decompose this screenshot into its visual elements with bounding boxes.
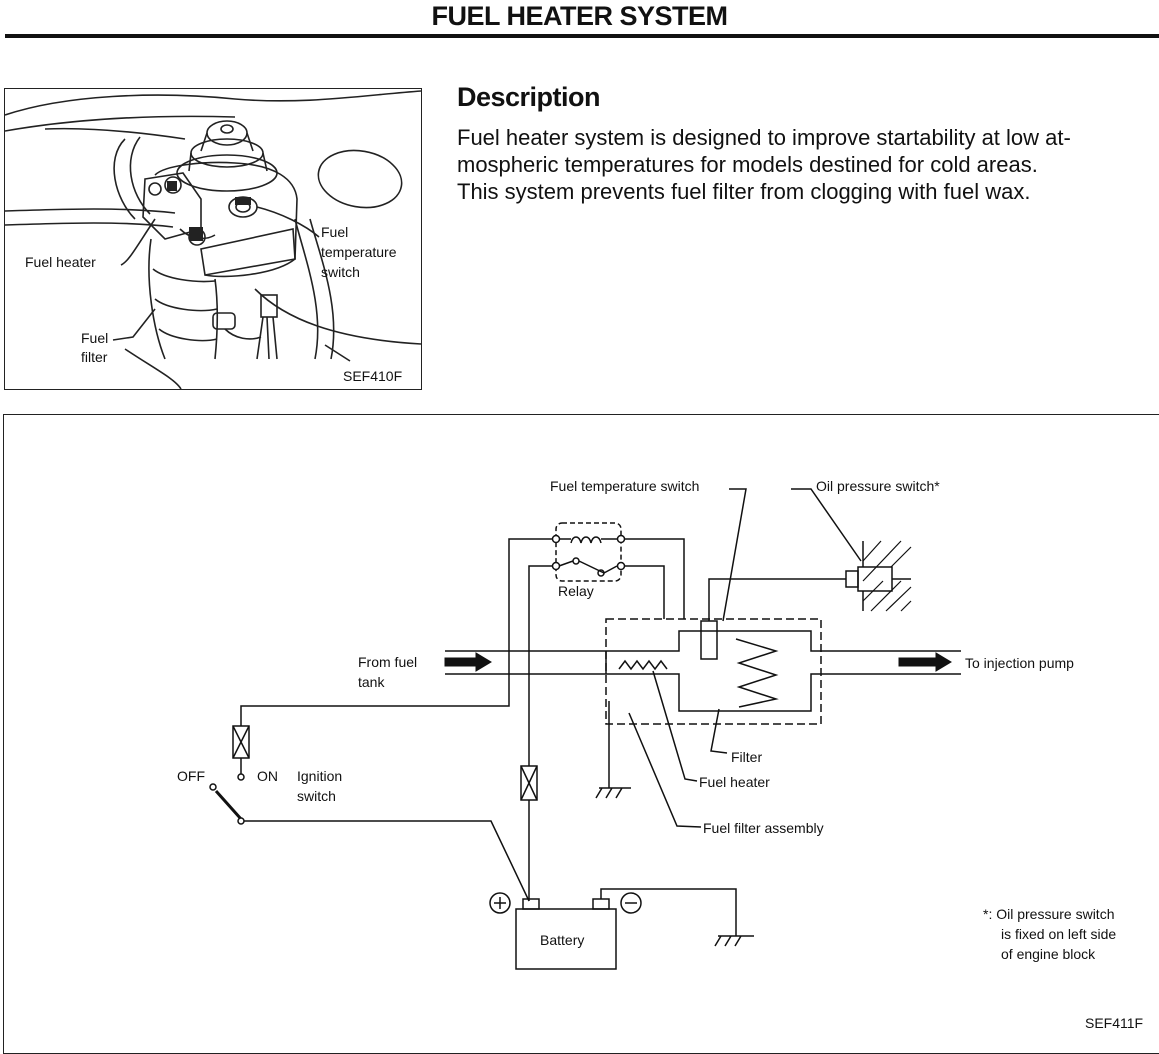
label-filter: Filter	[731, 749, 762, 765]
label-off: OFF	[177, 768, 205, 784]
fuel-heater-circuit-diagram: Fuel temperature switch Oil pressure swi…	[3, 414, 1159, 1054]
filter-element	[735, 638, 779, 708]
label-relay: Relay	[558, 583, 594, 599]
label-battery: Battery	[540, 932, 584, 948]
label-from-fuel-2: tank	[358, 674, 385, 690]
battery-ground-icon	[714, 935, 754, 947]
label-to-injection-pump: To injection pump	[965, 655, 1074, 671]
battery-positive-icon	[489, 892, 511, 914]
fuel-filter-illustration: Fuel heater Fuel temperature switch Fuel…	[4, 90, 422, 390]
description-line: This system prevents fuel filter from cl…	[457, 179, 1031, 204]
label-fuel-filter-assembly: Fuel filter assembly	[703, 820, 824, 836]
description-line: mospheric temperatures for models destin…	[457, 152, 1038, 177]
battery-negative-icon	[620, 892, 642, 914]
heater-ground-icon	[595, 787, 631, 799]
relay-box	[555, 522, 622, 582]
label-fuel-temperature-switch: Fuel temperature switch	[550, 478, 699, 494]
label-oil-pressure-switch: Oil pressure switch*	[816, 478, 940, 494]
label-from-fuel-1: From fuel	[358, 654, 417, 670]
fuel-temp-switch	[700, 620, 718, 660]
label-fuel-temp-1: Fuel	[321, 224, 348, 240]
label-fuel-heater: Fuel heater	[699, 774, 770, 790]
page-title: FUEL HEATER SYSTEM	[431, 1, 728, 31]
flow-out-arrow-icon	[898, 652, 952, 672]
circuit-diagram-svg: Fuel temperature switch Oil pressure swi…	[177, 478, 1143, 1031]
label-fuel-filter-2: filter	[81, 349, 108, 365]
diagram-code: SEF411F	[1085, 1015, 1143, 1031]
description-line: Fuel heater system is designed to improv…	[457, 125, 1071, 150]
footnote-line-2: is fixed on left side	[1001, 926, 1116, 942]
label-ignition-2: switch	[297, 788, 336, 804]
fuel-filter-photo: Fuel heater Fuel temperature switch Fuel…	[4, 88, 422, 390]
title-underline	[5, 34, 1159, 38]
footnote-line-3: of engine block	[1001, 946, 1096, 962]
label-ignition-1: Ignition	[297, 768, 342, 784]
fuel-filter-assembly	[605, 618, 822, 725]
description-heading: Description	[457, 82, 601, 112]
battery	[515, 908, 617, 970]
label-fuel-temp-3: switch	[321, 264, 360, 280]
fuel-heater-element	[618, 659, 668, 671]
label-fuel-filter-1: Fuel	[81, 330, 108, 346]
photo-code: SEF410F	[343, 368, 402, 384]
label-fuel-temp-2: temperature	[321, 244, 397, 260]
label-on: ON	[257, 768, 278, 784]
footnote-line-1: *: Oil pressure switch	[983, 906, 1114, 922]
description-text: Fuel heater system is designed to improv…	[457, 124, 1157, 205]
relay-coil	[570, 536, 602, 544]
label-fuel-heater: Fuel heater	[25, 254, 96, 270]
flow-in-arrow-icon	[444, 652, 492, 672]
oil-pressure-switch	[845, 570, 859, 588]
ignition-switch-lever	[214, 790, 243, 820]
